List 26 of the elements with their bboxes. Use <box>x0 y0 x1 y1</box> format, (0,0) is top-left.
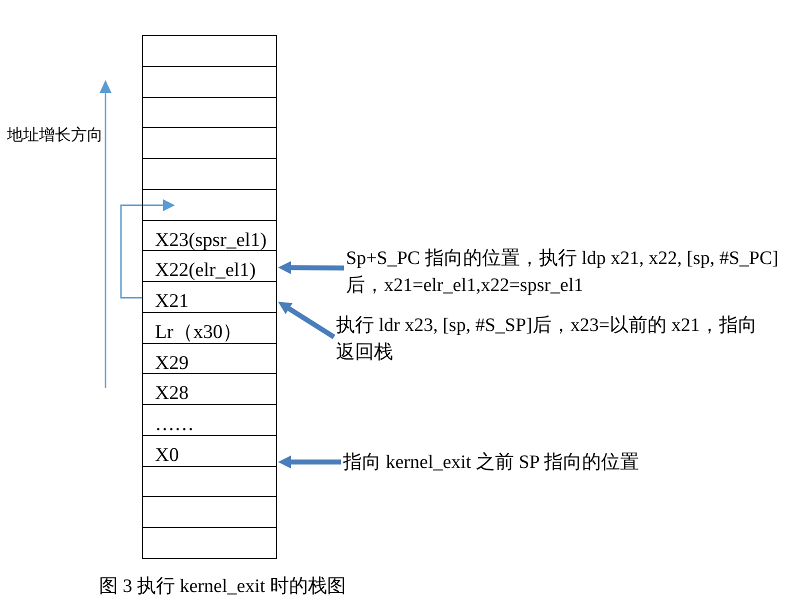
stack-cell: X28 <box>142 373 277 406</box>
pointer-arrow <box>120 199 175 298</box>
stack-cell <box>142 97 277 128</box>
stack-cell <box>142 66 277 98</box>
stack-cell: X29 <box>142 343 277 374</box>
stack-cell: Lr（x30） <box>142 312 277 344</box>
block-arrow <box>278 456 341 468</box>
stack-cell <box>142 496 277 528</box>
stack-cell: X21 <box>142 281 277 314</box>
stack-cell <box>142 158 277 190</box>
annotation-text: 指向 kernel_exit 之前 SP 指向的位置 <box>343 448 639 476</box>
stack-cell <box>142 127 277 160</box>
stack-cell: X22(elr_el1) <box>142 250 277 282</box>
annotation-text: Sp+S_PC 指向的位置，执行 ldp x21, x22, [sp, #S_PC]后，x21=elr_el1,x22=spsr_el1 <box>346 244 802 298</box>
stack-cell: X23(spsr_el1) <box>142 220 277 252</box>
stack-cell <box>142 189 277 222</box>
stack-cell: …… <box>142 404 277 436</box>
block-arrow <box>278 302 336 340</box>
stack-cell <box>142 35 277 68</box>
direction-label: 地址增长方向 <box>7 125 103 145</box>
figure-caption: 图 3 执行 kernel_exit 时的栈图 <box>99 575 346 599</box>
annotation-text: 执行 ldr x23, [sp, #S_SP]后，x23=以前的 x21，指向返回栈 <box>336 312 764 366</box>
stack-cell <box>142 466 277 498</box>
stack-cell <box>142 527 277 560</box>
stack-cell: X0 <box>142 435 277 468</box>
block-arrow <box>278 261 344 274</box>
